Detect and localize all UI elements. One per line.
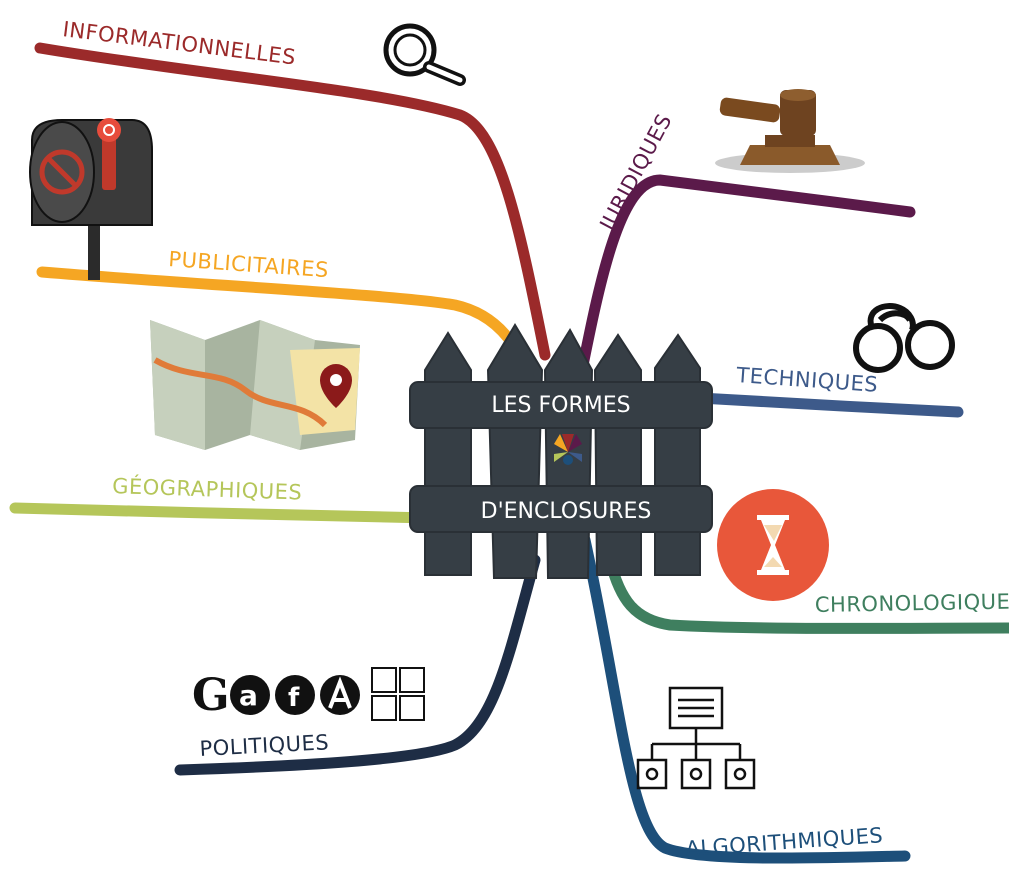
branch-label-geographiques: GÉOGRAPHIQUES xyxy=(112,473,303,505)
center-title-line2: D'ENCLOSURES xyxy=(481,499,652,524)
center-emblem-icon xyxy=(554,434,582,465)
facebook-logo: f xyxy=(288,683,300,713)
central-fence: LES FORMES D'ENCLOSURES xyxy=(409,323,713,579)
branch-line-chronologiques xyxy=(604,554,1009,634)
branch-line-juridiques xyxy=(574,174,916,386)
hourglass-icon xyxy=(717,489,829,601)
google-logo: G xyxy=(192,670,230,721)
branch-line-politiques xyxy=(174,554,541,776)
mailbox-no-spam-icon xyxy=(29,118,153,280)
branch-label-politiques: POLITIQUES xyxy=(199,730,330,761)
network-icon xyxy=(636,686,756,790)
map-icon xyxy=(150,320,360,450)
gavel-icon xyxy=(715,89,865,173)
branch-line-geographiques xyxy=(9,502,436,524)
branch-label-chronologiques: CHRONOLOGIQUES xyxy=(815,589,1009,617)
branch-label-publicitaires: PUBLICITAIRES xyxy=(168,247,330,282)
magnifier-icon xyxy=(383,23,466,86)
amazon-logo: a xyxy=(239,679,258,712)
branch-label-techniques: TECHNIQUES xyxy=(735,363,879,397)
branch-label-juridiques: JURIDIQUES xyxy=(594,110,676,236)
branch-line-informationnelles xyxy=(34,42,551,361)
windows-logo xyxy=(371,667,425,721)
branch-line-techniques xyxy=(694,392,964,418)
branch-line-algorithmiques xyxy=(579,534,911,864)
center-title-line1: LES FORMES xyxy=(491,393,630,418)
gafam-logos-icon: G a f xyxy=(192,667,425,721)
appstore-logo xyxy=(328,676,352,709)
handcuffs-icon xyxy=(853,303,955,373)
